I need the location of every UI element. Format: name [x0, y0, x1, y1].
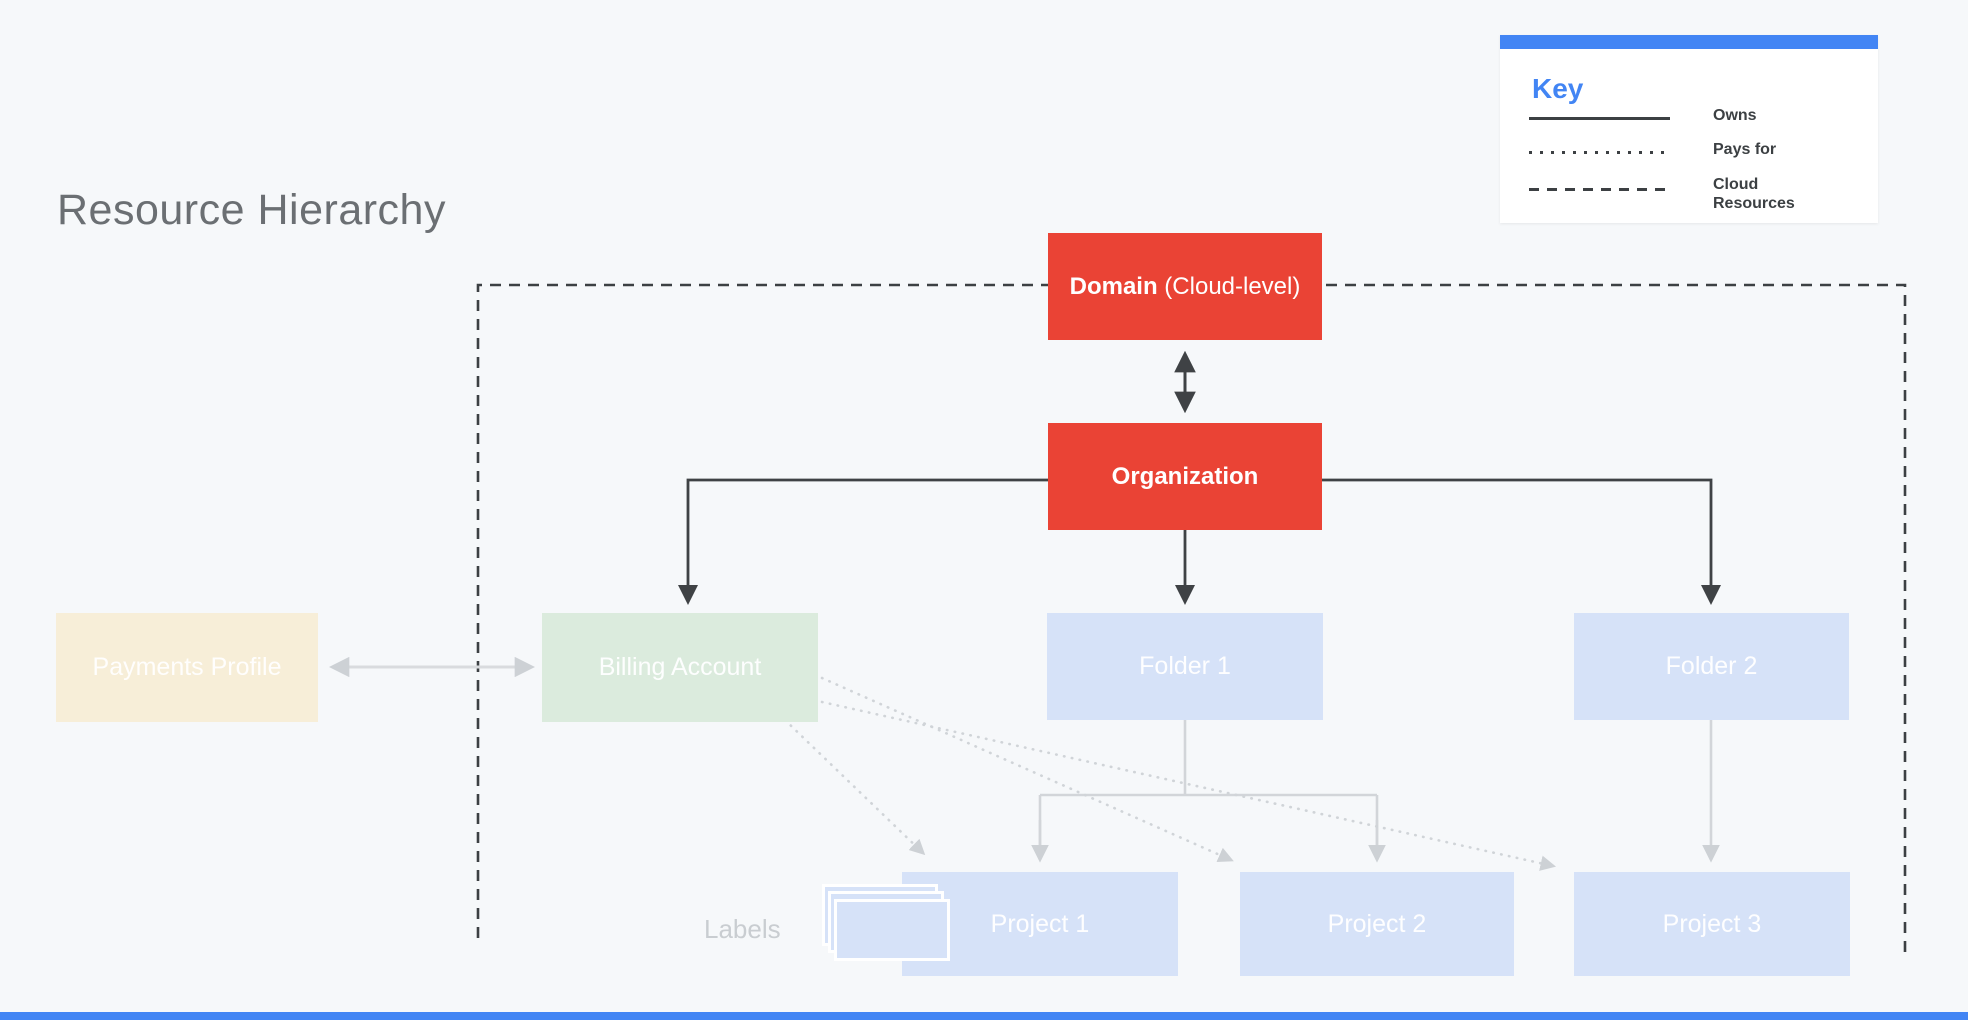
legend-accent-bar — [1500, 35, 1878, 49]
page-title: Resource Hierarchy — [57, 186, 446, 234]
node-project-2: Project 2 — [1240, 872, 1514, 976]
dotted-billing-project3 — [820, 700, 1557, 871]
node-folder-1: Folder 1 — [1047, 613, 1323, 720]
stacked-card-front — [834, 899, 950, 961]
project-2-label: Project 2 — [1327, 909, 1427, 938]
legend-title: Key — [1532, 73, 1584, 104]
arrow-org-billing — [677, 478, 1048, 606]
legend-card: Key Owns Pays for Cloud Resources — [1500, 35, 1878, 223]
legend-label-pays-for: Pays for — [1713, 141, 1777, 158]
dotted-billing-project2 — [820, 676, 1234, 863]
node-payments-profile: Payments Profile — [56, 613, 318, 722]
legend-label-owns: Owns — [1713, 107, 1757, 124]
payments-profile-label: Payments Profile — [92, 653, 282, 682]
node-domain: Domain (Cloud-level) — [1048, 233, 1322, 340]
arrow-org-folder2 — [1322, 478, 1722, 606]
dotted-billing-project1 — [783, 718, 926, 856]
domain-label-suffix: (Cloud-level) — [1157, 272, 1301, 300]
billing-account-label: Billing Account — [598, 653, 762, 682]
project-3-label: Project 3 — [1662, 909, 1762, 938]
cloud-resources-boundary — [476, 283, 1907, 952]
node-billing-account: Billing Account — [542, 613, 818, 722]
stacked-cards-icon — [822, 884, 967, 969]
node-project-3: Project 3 — [1574, 872, 1850, 976]
folder-1-label: Folder 1 — [1139, 652, 1231, 681]
node-folder-2: Folder 2 — [1574, 613, 1849, 720]
legend-label-cloud-resources: Cloud Resources — [1713, 176, 1795, 212]
labels-caption: Labels — [704, 914, 781, 944]
node-organization: Organization — [1048, 423, 1322, 530]
domain-label-bold: Domain — [1069, 272, 1158, 300]
legend-solid-line — [1529, 117, 1670, 120]
organization-label: Organization — [1111, 462, 1259, 490]
bottom-accent-bar — [0, 1012, 1968, 1020]
arrow-folder1-projects — [1038, 720, 1379, 860]
legend-dotted-line — [1529, 151, 1670, 154]
project-1-label: Project 1 — [990, 909, 1090, 938]
legend-dashed-line — [1529, 188, 1670, 191]
folder-2-label: Folder 2 — [1665, 652, 1758, 681]
